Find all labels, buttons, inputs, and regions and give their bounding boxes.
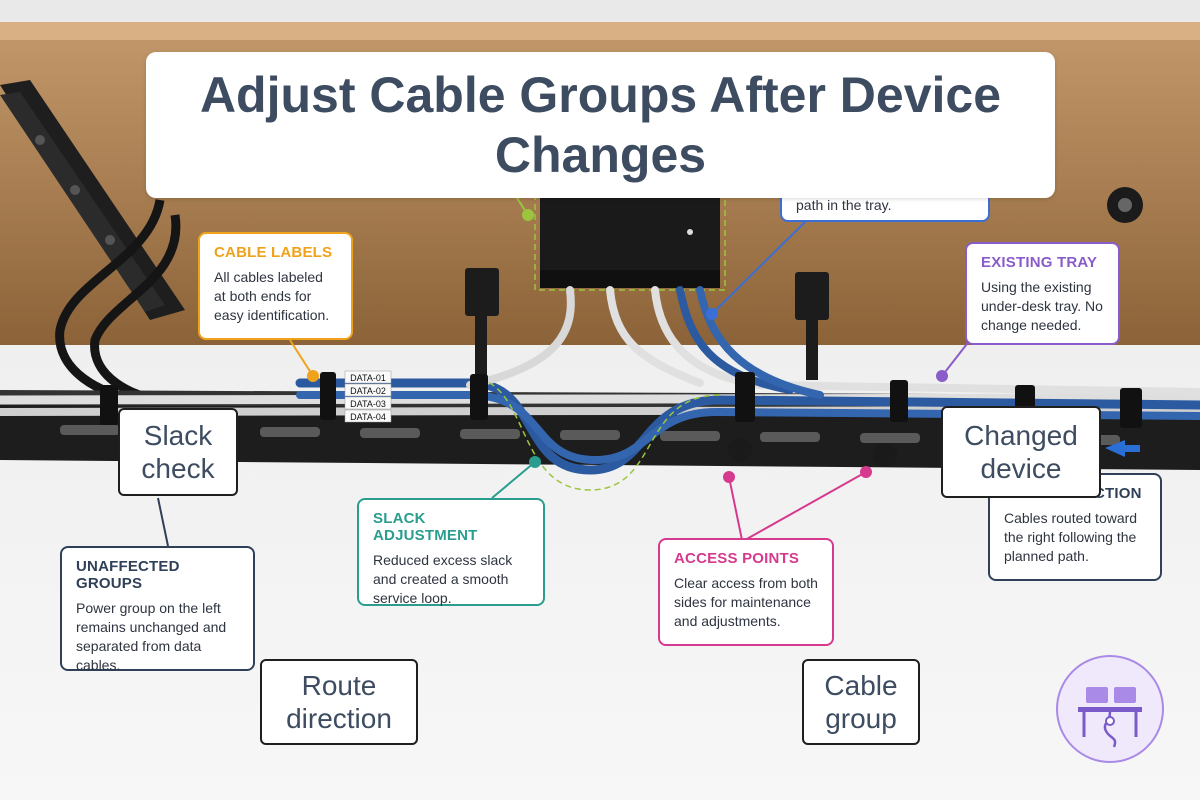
callout-slack-adjustment-title: SLACK ADJUSTMENT (373, 510, 478, 544)
tray-bracket (795, 272, 829, 320)
callout-unaffected-groups-body: Power group on the left remains unchange… (76, 600, 227, 673)
callout-slack-adjustment-body: Reduced excess slack and created a smoot… (373, 552, 513, 606)
page-title: Adjust Cable Groups After Device Changes (146, 52, 1055, 198)
desk-front-edge (0, 22, 1200, 40)
desk-network-badge-icon (1056, 655, 1164, 763)
tray-bracket (465, 268, 499, 316)
callout-cable-labels-title: CABLE LABELS (214, 244, 333, 261)
cable-label-text: DATA-04 (350, 412, 386, 422)
slack-loop-highlight (469, 377, 721, 491)
callout-access-points-title: ACCESS POINTS (674, 550, 800, 567)
callout-existing-tray-title: EXISTING TRAY (981, 254, 1098, 271)
leader-lines (157, 194, 971, 547)
tag-route-direction: Route direction (260, 659, 418, 745)
cable-label-sleeves: DATA-01 DATA-02 DATA-03 DATA-04 (344, 370, 392, 423)
callout-cable-labels: CABLE LABELS All cables labeled at both … (198, 232, 353, 340)
callout-cable-labels-body: All cables labeled at both ends for easy… (214, 269, 330, 323)
callout-unaffected-groups-title: UNAFFECTED GROUPS (76, 558, 180, 592)
tag-changed-device: Changed device (941, 406, 1101, 498)
callout-access-points: ACCESS POINTS Clear access from both sid… (658, 538, 834, 646)
callout-access-points-body: Clear access from both sides for mainten… (674, 575, 818, 629)
callout-routing-path-body: path in the tray. (796, 197, 892, 213)
cable-label-text: DATA-03 (350, 399, 386, 409)
cable-label-text: DATA-02 (350, 386, 386, 396)
callout-existing-tray-body: Using the existing under-desk tray. No c… (981, 279, 1103, 333)
tag-cable-group: Cable group (802, 659, 920, 745)
callout-slack-adjustment: SLACK ADJUSTMENT Reduced excess slack an… (357, 498, 545, 606)
route-arrow-icon (1105, 440, 1140, 457)
callout-unaffected-groups: UNAFFECTED GROUPS Power group on the lef… (60, 546, 255, 673)
leader-dots (307, 209, 948, 483)
cable-label-text: DATA-01 (350, 373, 386, 383)
access-bolt (873, 443, 897, 467)
callout-existing-tray: EXISTING TRAY Using the existing under-d… (965, 242, 1120, 345)
network-device (534, 179, 726, 291)
tag-slack-check: Slack check (118, 408, 238, 496)
callout-route-direction-body: Cables routed toward the right following… (1004, 510, 1138, 564)
access-bolt (728, 438, 752, 462)
callout-route-direction-title: CTION (1094, 485, 1142, 502)
